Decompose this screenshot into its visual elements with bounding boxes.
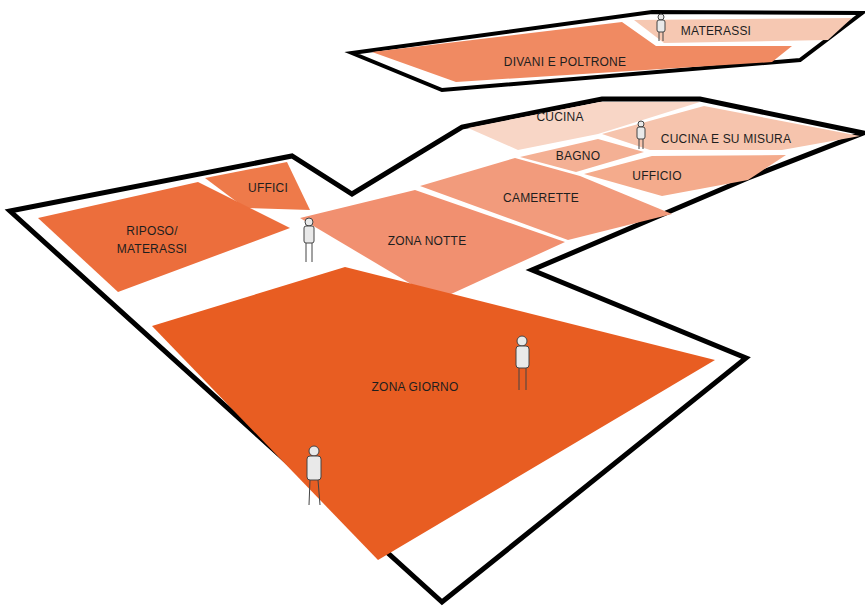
area-label: ZONA GIORNO bbox=[372, 378, 459, 396]
area-label: MATERASSI bbox=[681, 22, 751, 40]
person-figure bbox=[307, 446, 321, 505]
area-fill bbox=[152, 267, 715, 560]
person-figure bbox=[657, 14, 665, 41]
area-label: UFFICIO bbox=[632, 167, 681, 185]
person-figure bbox=[304, 218, 314, 262]
floor-area: MATERASSI bbox=[634, 18, 852, 43]
area-shape bbox=[152, 267, 715, 560]
area-label: CAMERETTE bbox=[503, 189, 579, 207]
person-figure bbox=[637, 121, 645, 149]
area-fill bbox=[38, 182, 290, 292]
floor-area: RIPOSO/ MATERASSI bbox=[38, 182, 290, 292]
area-label: ZONA NOTTE bbox=[388, 232, 467, 250]
area-label: BAGNO bbox=[556, 147, 600, 165]
area-fill bbox=[584, 155, 786, 196]
floor-area: ZONA GIORNO bbox=[152, 267, 715, 560]
upper-floor bbox=[352, 12, 862, 90]
area-label: CUCINA bbox=[536, 108, 583, 126]
area-shape bbox=[584, 155, 786, 196]
main-floor bbox=[10, 99, 863, 602]
area-label: DIVANI E POLTRONE bbox=[504, 53, 626, 71]
area-fill bbox=[372, 22, 792, 82]
area-label: RIPOSO/ MATERASSI bbox=[107, 222, 197, 258]
area-fill bbox=[602, 106, 860, 150]
floor-area: UFFICIO bbox=[584, 155, 786, 196]
area-label: UFFICI bbox=[248, 179, 288, 197]
area-label: CUCINA E SU MISURA bbox=[661, 130, 791, 148]
person-figure bbox=[516, 336, 529, 390]
area-fill bbox=[634, 18, 852, 43]
